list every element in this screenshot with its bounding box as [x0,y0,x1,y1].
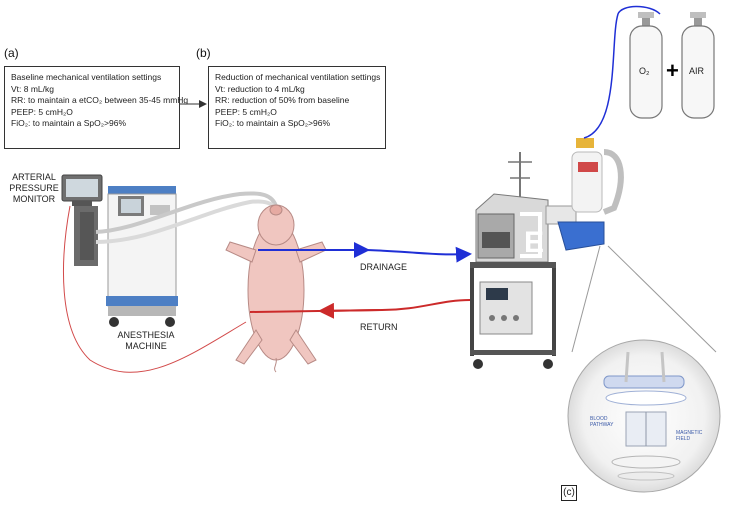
baseline-peep: PEEP: 5 cmH₂O [11,106,73,117]
drainage-label: DRAINAGE [360,262,408,272]
return-label: RETURN [360,322,398,332]
svg-text:E: E [524,226,544,259]
ecmo-cart: E [470,152,556,369]
oxygen-cylinder [629,12,663,119]
magnified-pump-head [567,339,721,493]
return-line [249,299,471,313]
reduced-settings-box: Reduction of mechanical ventilation sett… [208,66,386,149]
zoom-guide-line-left [571,245,601,353]
magnetic-field-label: MAGNETIC FIELD [676,430,703,442]
pig-illustration [225,204,327,373]
arterial-line [62,205,247,373]
oxygenator-assembly [545,138,624,251]
reduced-rr: RR: reduction of 50% from baseline [215,95,350,105]
arterial-pressure-monitor-label: ARTERIAL PRESSURE MONITOR [9,172,59,204]
air-cylinder [681,12,715,119]
baseline-settings-title: Baseline mechanical ventilation settings [11,72,162,82]
baseline-fio2: FiO₂: to maintain a SpO₂>96% [11,118,127,128]
gas-supply-line [583,5,661,139]
baseline-rr: RR: to maintain a etCO₂ between 35-45 mm… [11,95,189,105]
o2-label: O₂ [639,66,650,76]
baseline-settings-box: Baseline mechanical ventilation settings… [4,66,189,149]
reduced-vt: Vt: reduction to 4 mL/kg [215,83,305,94]
baseline-vt: Vt: 8 mL/kg [11,83,54,94]
reduced-fio2: FiO₂: to maintain a SpO₂>96% [215,118,331,128]
arterial-pressure-monitor [61,174,103,206]
anesthesia-machine [74,186,278,327]
anesthesia-machine-label: ANESTHESIA MACHINE [117,330,175,351]
air-label: AIR [689,66,705,76]
reduced-settings-title: Reduction of mechanical ventilation sett… [215,72,381,82]
reduced-peep: PEEP: 5 cmH₂O [215,106,277,117]
panel-c-letter: (c) [561,485,577,501]
panel-b-letter: (b) [196,46,211,60]
plus-sign: + [666,58,679,83]
blood-pathway-label: BLOOD PATHWAY [590,416,614,428]
zoom-guide-line-right [607,245,717,353]
panel-a-letter: (a) [4,46,19,60]
